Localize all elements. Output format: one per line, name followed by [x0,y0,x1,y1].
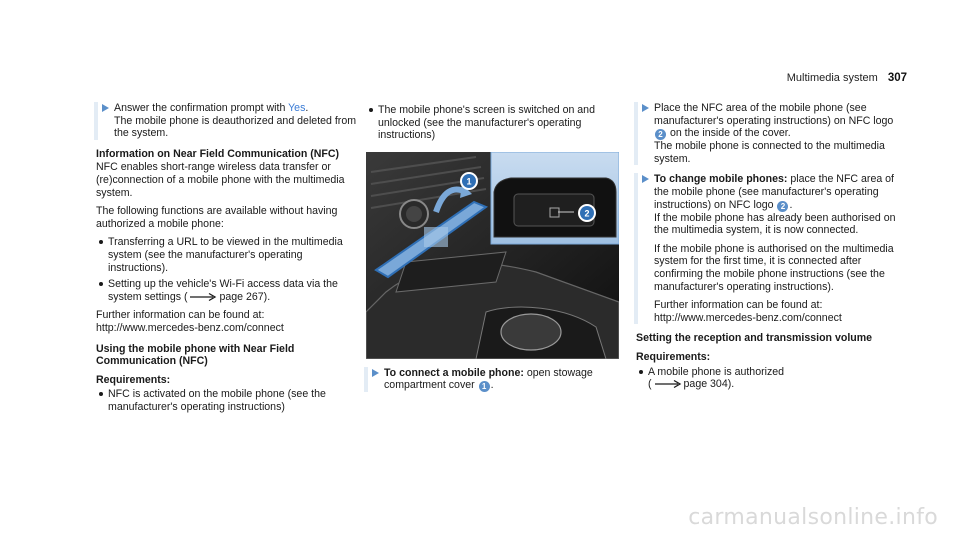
requirements-list: A mobile phone is authorized(page 304). [636,366,906,391]
cross-reference-arrow-icon [654,380,681,389]
setting-volume-heading: Setting the reception and transmission v… [636,332,873,345]
instruction-result: The mobile phone is deauthorized and del… [114,114,357,140]
page-header: Multimedia system 307 [787,72,907,85]
instruction-arrow-icon [372,368,379,377]
yes-link[interactable]: Yes [288,102,306,114]
instruction-change-phone: To change mobile phones: place the NFC a… [634,173,906,325]
callout-ref-2: 2 [777,200,789,212]
page-number: 307 [887,72,907,84]
using-nfc-heading: Using the mobile phone with Near Field C… [96,342,295,368]
instruction-connect-phone: To connect a mobile phone: open stowage … [364,366,622,393]
bullet-icon [99,240,103,245]
requirements-list-continued: The mobile phone's screen is switched on… [366,104,622,142]
further-info-url[interactable]: Further information can be found at: htt… [96,309,284,334]
nfc-info-heading: Information on Near Field Communication … [96,147,340,160]
requirements-list: NFC is activated on the mobile phone (se… [96,388,361,413]
instruction-arrow-icon [102,104,109,112]
section-title: Multimedia system [786,72,878,84]
instruction-result: The mobile phone is connected to the mul… [654,140,885,165]
list-item: Transferring a URL to be viewed in the m… [96,236,361,274]
list-item: The mobile phone's screen is switched on… [366,104,622,142]
watermark: carmanualsonline.info [688,505,938,531]
further-info-url[interactable]: Further information can be found at: htt… [654,299,842,324]
instruction-arrow-icon [642,175,649,184]
first-time-note: If the mobile phone is authorised on the… [654,242,894,293]
bullet-icon [99,392,103,397]
requirements-label: Requirements: [96,373,171,386]
list-item: Setting up the vehicle's Wi-Fi access da… [96,278,361,303]
list-item: A mobile phone is authorized(page 304). [636,366,906,391]
callout-ref-1: 1 [478,381,490,393]
page-reference-link[interactable]: page 304). [683,378,735,391]
bullet-icon [369,108,373,112]
column-2: The mobile phone's screen is switched on… [364,102,622,398]
stowage-compartment-photo: 1 2 [366,151,619,359]
nfc-description: NFC enables short-range wireless data tr… [96,161,345,199]
instruction-place-phone: Place the NFC area of the mobile phone (… [634,102,906,166]
list-item: NFC is activated on the mobile phone (se… [96,388,361,413]
bullet-icon [639,369,643,374]
instruction-answer-prompt: Answer the confirmation prompt with Yes.… [94,102,361,140]
cross-reference-arrow-icon [190,292,217,301]
functions-intro: The following functions are available wi… [96,205,338,230]
instruction-text: Answer the confirmation prompt with Yes.… [114,102,357,140]
instruction-label: To change mobile phones: [654,173,788,186]
column-3: Place the NFC area of the mobile phone (… [634,102,906,397]
callout-2: 2 [584,208,589,218]
callout-ref-2: 2 [655,129,666,141]
requirements-label: Requirements: [636,350,711,363]
bullet-icon [99,282,103,287]
instruction-arrow-icon [642,104,649,112]
column-1: Answer the confirmation prompt with Yes.… [94,102,361,419]
callout-1: 1 [466,176,471,186]
instruction-label: To connect a mobile phone: [384,366,524,379]
page-reference-link[interactable]: page 267). [219,290,271,303]
console-illustration: 1 2 [366,151,619,359]
functions-list: Transferring a URL to be viewed in the m… [96,236,361,303]
